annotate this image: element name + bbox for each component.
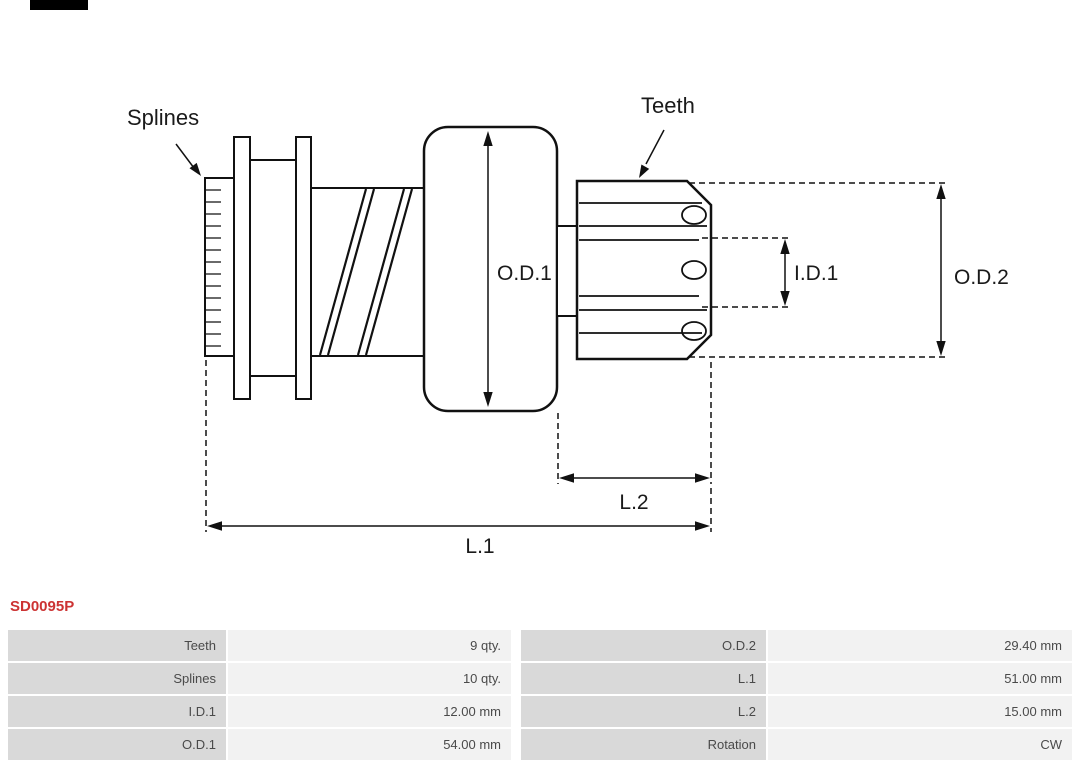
od2-extension-lines	[689, 182, 947, 358]
id1-arrowhead-top	[780, 239, 790, 254]
od1-label: O.D.1	[497, 262, 552, 285]
l1-arrowhead-left	[207, 521, 222, 531]
spec-value: 15.00 mm	[768, 696, 1072, 727]
part-number: SD0095P	[10, 598, 75, 615]
teeth-label: Teeth	[641, 93, 695, 118]
teeth-arrow-line	[645, 129, 665, 165]
id1-label: I.D.1	[794, 262, 838, 285]
l1-arrowhead-right	[695, 521, 710, 531]
spec-table: Teeth 9 qty. O.D.2 29.40 mm Splines 10 q…	[8, 630, 1072, 762]
pinion-tooth-ends	[681, 205, 707, 341]
splines-arrowhead	[189, 162, 201, 176]
teeth-arrowhead	[639, 164, 650, 178]
l1-dimension: L.1	[205, 360, 712, 558]
spec-row: O.D.1 54.00 mm Rotation CW	[8, 729, 1072, 760]
spec-param: I.D.1	[8, 696, 226, 727]
l1-label: L.1	[465, 535, 494, 558]
collar-cylinder	[249, 159, 297, 377]
spec-value: 9 qty.	[228, 630, 511, 661]
spring-coils	[318, 188, 414, 356]
l2-extension-lines	[557, 362, 712, 484]
spec-param: O.D.1	[8, 729, 226, 760]
l2-arrowhead-right	[695, 473, 710, 483]
splined-shaft	[204, 177, 235, 357]
flange-disc-right	[295, 136, 312, 400]
splines-arrow-line	[175, 143, 195, 169]
splines-label: Splines	[127, 105, 199, 130]
spec-param: L.2	[521, 696, 766, 727]
spec-param: Teeth	[8, 630, 226, 661]
starter-drive-technical-drawing: Splines Teeth O.D.1 O.D.2 I.D.1 L.2	[127, 93, 1009, 558]
l2-arrowhead-left	[559, 473, 574, 483]
spec-value: 29.40 mm	[768, 630, 1072, 661]
spec-value: 10 qty.	[228, 663, 511, 694]
id1-arrowhead-bottom	[780, 291, 790, 306]
id1-extension-lines	[702, 237, 791, 308]
od1-dimension: O.D.1	[483, 131, 552, 407]
splines-callout: Splines	[127, 105, 201, 176]
od2-arrowhead-top	[936, 184, 946, 199]
pinion-teeth-lines	[579, 202, 707, 334]
spline-teeth-lines	[205, 189, 221, 347]
step-shaft	[556, 225, 578, 317]
spec-row: Splines 10 qty. L.1 51.00 mm	[8, 663, 1072, 694]
flange-disc-left	[233, 136, 251, 400]
spec-param: Rotation	[521, 729, 766, 760]
od2-arrowhead-bottom	[936, 341, 946, 356]
od1-arrowhead-top	[483, 131, 493, 146]
spec-row: Teeth 9 qty. O.D.2 29.40 mm	[8, 630, 1072, 661]
logo-fragment	[30, 0, 88, 10]
od2-label: O.D.2	[954, 266, 1009, 289]
id1-dimension: I.D.1	[702, 237, 838, 308]
spec-param: Splines	[8, 663, 226, 694]
teeth-callout: Teeth	[639, 93, 695, 178]
spec-value: CW	[768, 729, 1072, 760]
l2-dimension: L.2	[557, 362, 712, 514]
spec-value: 54.00 mm	[228, 729, 511, 760]
spec-param: O.D.2	[521, 630, 766, 661]
od2-dimension: O.D.2	[689, 182, 1009, 358]
l1-extension-lines	[205, 360, 712, 532]
spec-value: 12.00 mm	[228, 696, 511, 727]
starter-drive-outline	[204, 125, 713, 413]
l2-label: L.2	[619, 491, 648, 514]
spring-envelope-lines	[311, 187, 424, 357]
spec-row: I.D.1 12.00 mm L.2 15.00 mm	[8, 696, 1072, 727]
spec-value: 51.00 mm	[768, 663, 1072, 694]
spec-param: L.1	[521, 663, 766, 694]
od1-arrowhead-bottom	[483, 392, 493, 407]
